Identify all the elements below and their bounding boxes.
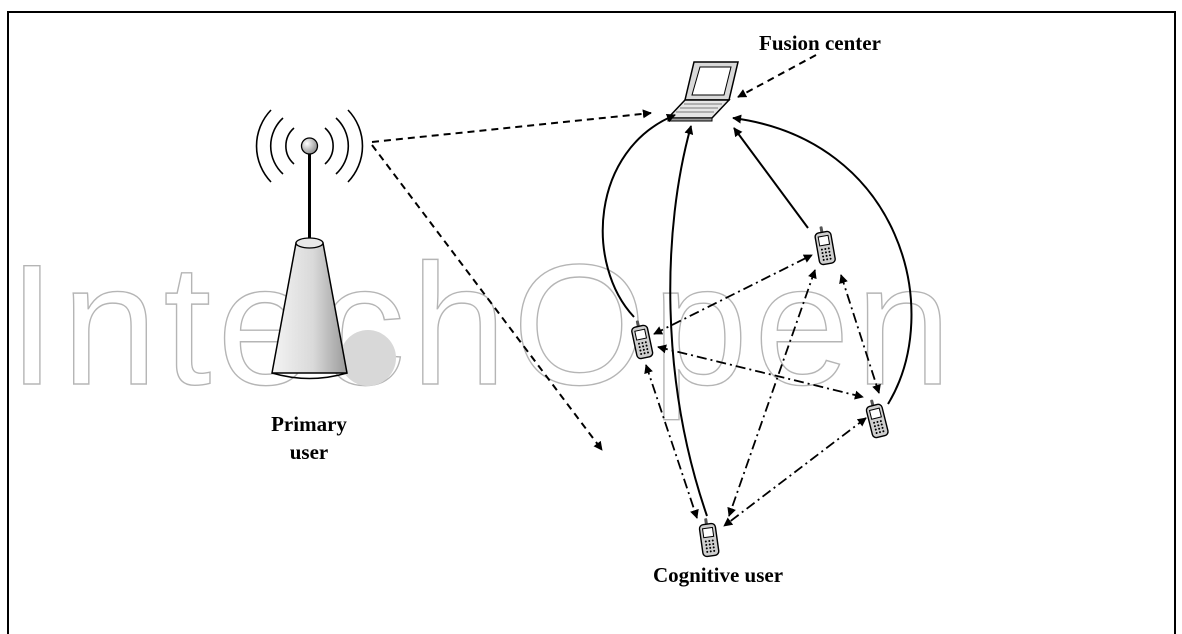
base-station-tower-icon <box>255 109 396 386</box>
right-bottom-link <box>723 417 867 527</box>
topright-right-link <box>839 274 881 394</box>
left-bottom-link <box>644 364 699 519</box>
topright-to-fusion-arrow <box>733 127 809 229</box>
primary-signal-links <box>371 54 817 451</box>
fusion-center-label: Fusion center <box>759 31 881 55</box>
cooperative-links <box>644 254 881 527</box>
watermark-text: IntechOpen <box>8 229 957 421</box>
mobile-phone-icon-bottom <box>697 516 720 558</box>
laptop-icon <box>666 61 739 122</box>
right-to-fusion-arrow <box>732 114 913 405</box>
primary-user-label-line1: Primary <box>271 412 347 436</box>
primary-user-label-line2: user <box>290 440 329 464</box>
topright-bottom-link <box>727 269 817 517</box>
diagram-frame <box>7 11 1176 634</box>
into-fusion-center-dashed-arrow <box>737 54 817 98</box>
cognitive-user-label: Cognitive user <box>653 563 783 587</box>
radio-waves-icon <box>255 109 364 183</box>
primary-to-fusion-dashed-arrow <box>371 109 652 143</box>
left-to-fusion-arrow <box>601 113 676 318</box>
primary-to-cognitive-dashed-arrow <box>371 144 603 451</box>
